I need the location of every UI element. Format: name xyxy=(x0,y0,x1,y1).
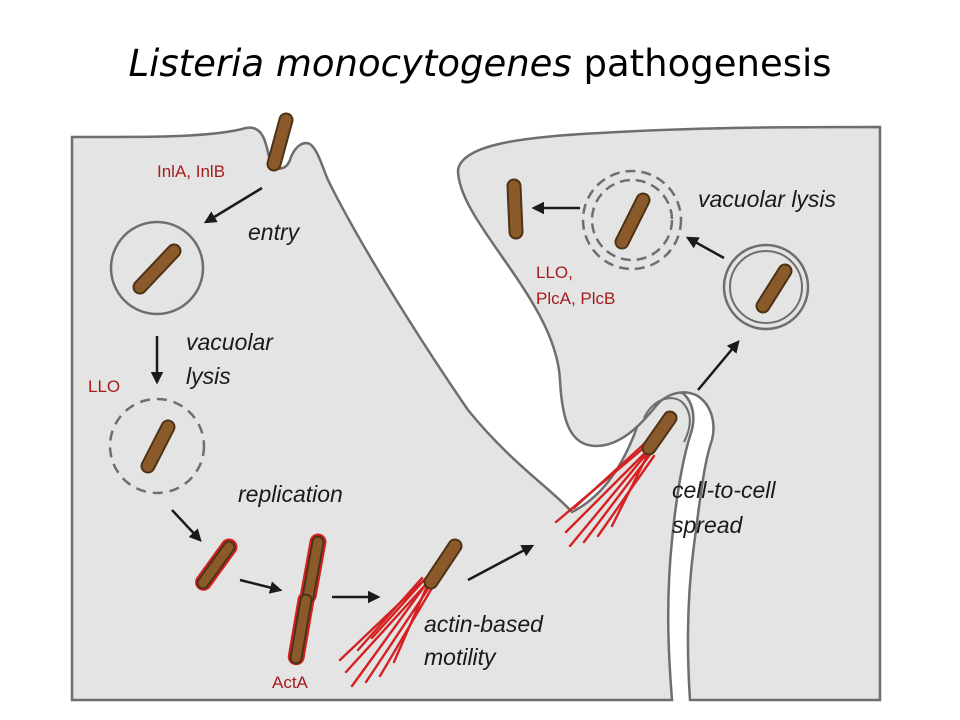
label-motility: motility xyxy=(424,644,497,670)
lysing-double-vacuole-inner xyxy=(590,178,674,262)
bacterium-protrusion xyxy=(641,410,678,456)
label-llo-2: LLO, xyxy=(536,263,573,282)
bacterium-lysing-double-vacuole xyxy=(614,192,651,250)
arrow-replication xyxy=(171,509,202,542)
bacterium-entering xyxy=(266,112,294,172)
double-vacuole-outer xyxy=(722,243,810,331)
arrow-division xyxy=(239,578,283,594)
label-vacuolar-lysis-line1: vacuolar xyxy=(186,329,274,355)
bacterium-free xyxy=(506,178,524,240)
protrusion-membrane xyxy=(643,397,691,443)
bacteria xyxy=(132,112,793,665)
bacterium-vacuole xyxy=(132,243,182,295)
label-cell-to-cell: cell-to-cell xyxy=(672,477,776,503)
bacterium-double-vacuole xyxy=(755,263,793,314)
double-vacuole-inner xyxy=(729,250,803,324)
title-species: Listeria monocytogenes xyxy=(128,42,572,85)
actin-tail-2 xyxy=(554,442,656,548)
label-inla-inlb: InlA, InlB xyxy=(157,162,225,181)
arrows xyxy=(150,186,740,604)
arrow-spread xyxy=(467,544,535,582)
bacterium-dividing-bottom xyxy=(289,593,313,665)
label-replication: replication xyxy=(238,481,343,507)
bacterium-dividing-top xyxy=(301,535,325,604)
title-topic: pathogenesis xyxy=(583,42,832,85)
arrow-entry xyxy=(203,186,263,224)
lysing-double-vacuole-outer xyxy=(581,169,683,271)
label-vacuolar-lysis-2: vacuolar lysis xyxy=(698,186,837,212)
bacterium-acta-1 xyxy=(196,540,236,590)
label-entry: entry xyxy=(248,219,301,245)
label-actin-based: actin-based xyxy=(424,611,544,637)
vacuole-lysing-1 xyxy=(108,397,206,495)
actin-tail-1 xyxy=(338,576,434,688)
label-acta: ActA xyxy=(272,673,309,692)
label-llo-1: LLO xyxy=(88,377,120,396)
label-vacuolar-lysis-line2: lysis xyxy=(186,363,231,389)
bacterium-motile xyxy=(423,538,463,590)
slide-title: Listeria monocytogenes pathogenesis xyxy=(0,42,960,85)
bacterium-lysis xyxy=(140,419,176,474)
arrow-to-neighbor xyxy=(697,340,740,391)
label-spread: spread xyxy=(672,512,744,538)
arrow-vacuolar-lysis-2 xyxy=(685,236,725,260)
host-cell-right xyxy=(456,125,882,702)
label-plca-plcb: PlcA, PlcB xyxy=(536,289,615,308)
